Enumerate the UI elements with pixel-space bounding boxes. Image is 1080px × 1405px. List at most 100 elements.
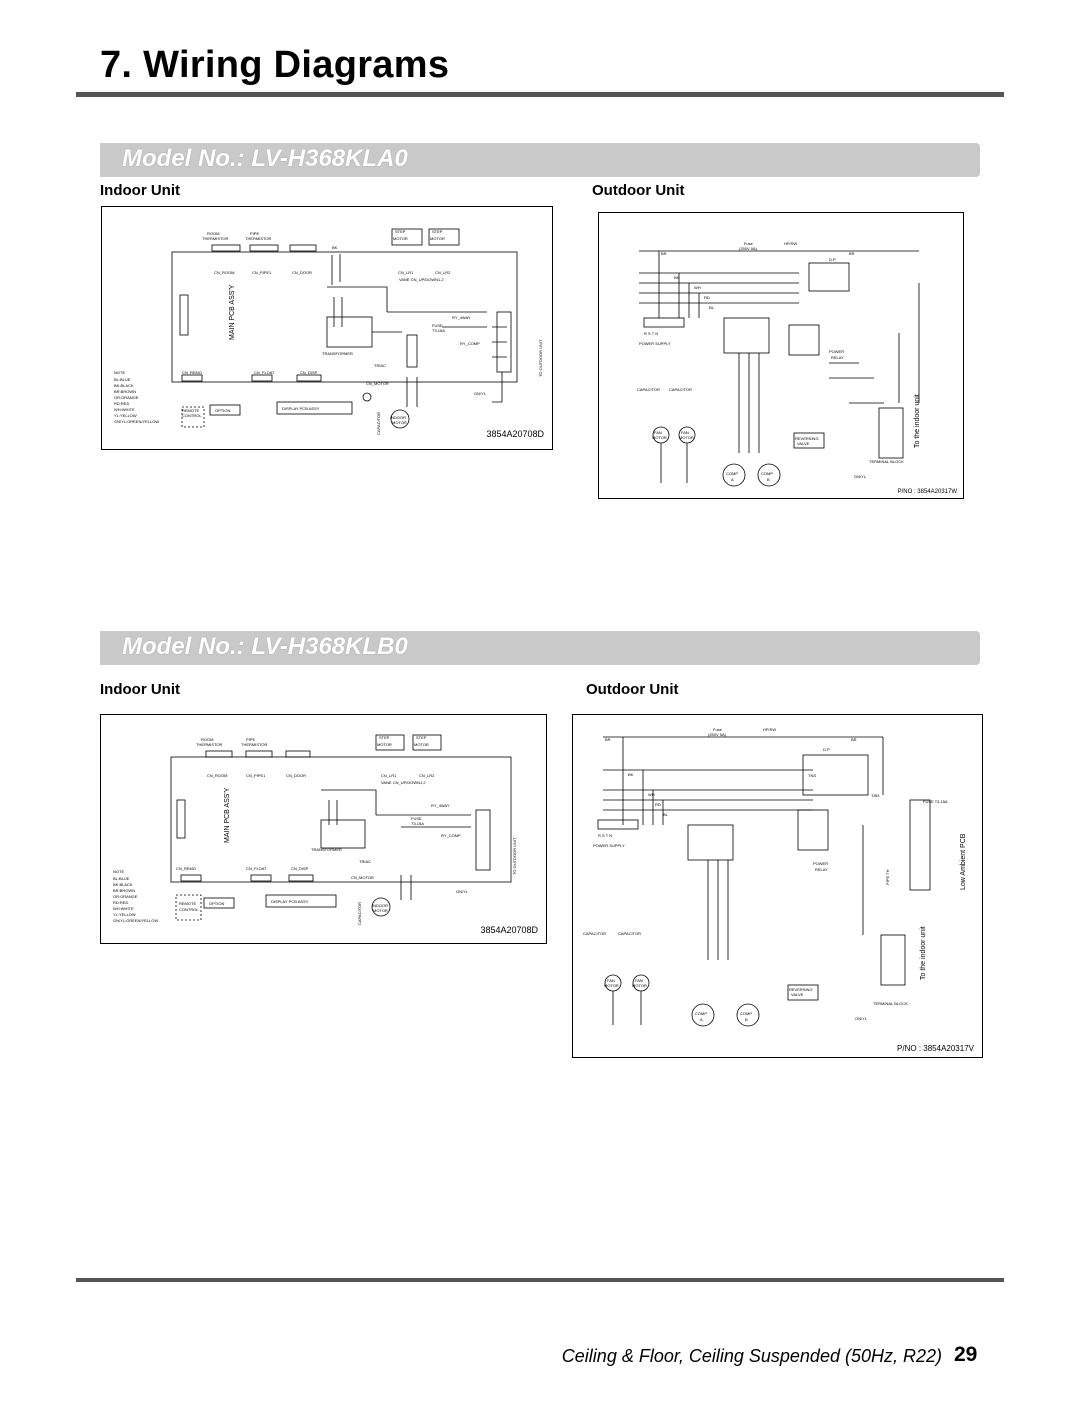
svg-text:RD: RD <box>655 802 661 807</box>
svg-text:FAN: FAN <box>654 430 662 435</box>
svg-text:RELAY: RELAY <box>815 867 828 872</box>
svg-text:FUSE: FUSE <box>411 816 422 821</box>
model-label: Model No.: LV-H368KLA0 <box>122 145 408 172</box>
svg-text:BR:BROWN: BR:BROWN <box>114 389 136 394</box>
svg-text:BL: BL <box>709 305 715 310</box>
model-label: Model No.: LV-H368KLB0 <box>122 633 408 660</box>
svg-text:BK: BK <box>674 275 680 280</box>
svg-text:(250V 5A): (250V 5A) <box>739 246 758 251</box>
svg-text:BR: BR <box>661 251 667 256</box>
svg-text:BR:BROWN: BR:BROWN <box>113 888 135 893</box>
svg-text:COMP: COMP <box>726 471 738 476</box>
indoor-part-number: 3854A20708D <box>486 429 544 439</box>
svg-text:DISPLAY PCB ASSY: DISPLAY PCB ASSY <box>271 899 309 904</box>
svg-text:CN_DOOR: CN_DOOR <box>292 270 312 275</box>
svg-text:FAN: FAN <box>681 430 689 435</box>
footer-divider <box>76 1278 1004 1282</box>
svg-text:THERMISTOR: THERMISTOR <box>241 742 267 747</box>
svg-text:CN_LR1: CN_LR1 <box>398 270 414 275</box>
svg-text:INDOOR: INDOOR <box>372 903 388 908</box>
outdoor-part-number: P/NO : 3854A20317W <box>897 489 957 495</box>
svg-text:R S T N: R S T N <box>598 833 612 838</box>
svg-text:MOTOR: MOTOR <box>604 983 619 988</box>
svg-text:RD: RD <box>704 295 710 300</box>
svg-text:GN/YL:GREEN/YELLOW: GN/YL:GREEN/YELLOW <box>114 419 159 424</box>
svg-text:VALVE: VALVE <box>797 441 810 446</box>
svg-text:GN/YL:GREEN/YELLOW: GN/YL:GREEN/YELLOW <box>113 918 158 923</box>
footer-caption: Ceiling & Floor, Ceiling Suspended (50Hz… <box>561 1346 942 1366</box>
svg-text:MOTOR: MOTOR <box>652 435 667 440</box>
outdoor-part-number: P/NO : 3854A20317V <box>897 1044 974 1053</box>
svg-text:DISPLAY PCB ASSY: DISPLAY PCB ASSY <box>282 406 320 411</box>
svg-text:YL:YELLOW: YL:YELLOW <box>113 912 136 917</box>
svg-text:BL:BLUE: BL:BLUE <box>114 377 131 382</box>
svg-text:ROOM: ROOM <box>207 231 219 236</box>
svg-text:COMP: COMP <box>761 471 773 476</box>
svg-text:CN_LR1: CN_LR1 <box>381 773 397 778</box>
svg-text:YL:YELLOW: YL:YELLOW <box>114 413 137 418</box>
svg-text:A: A <box>731 477 734 482</box>
svg-text:THERMISTOR: THERMISTOR <box>196 742 222 747</box>
svg-text:MOTOR: MOTOR <box>632 983 647 988</box>
svg-text:BK: BK <box>628 772 634 777</box>
svg-text:HP/SW: HP/SW <box>763 727 776 732</box>
svg-text:CAPACITOR: CAPACITOR <box>357 902 362 925</box>
svg-text:TRIAC: TRIAC <box>359 859 371 864</box>
svg-text:GN/YL: GN/YL <box>474 391 487 396</box>
svg-text:WH:WHITE: WH:WHITE <box>113 906 134 911</box>
svg-text:T/B3: T/B3 <box>871 793 880 798</box>
svg-text:CN_LR2: CN_LR2 <box>435 270 451 275</box>
svg-text:CAPACITOR: CAPACITOR <box>669 387 692 392</box>
svg-text:CN_PIPE1: CN_PIPE1 <box>252 270 272 275</box>
indoor-unit-heading: Indoor Unit <box>100 681 180 698</box>
svg-text:NOTE: NOTE <box>113 869 124 874</box>
svg-text:GN/YL: GN/YL <box>456 889 469 894</box>
svg-text:A: A <box>700 1017 703 1022</box>
svg-text:REMOTE: REMOTE <box>182 408 199 413</box>
svg-text:COMP: COMP <box>740 1011 752 1016</box>
svg-text:RY_COMP: RY_COMP <box>441 833 461 838</box>
svg-text:TNS: TNS <box>808 773 816 778</box>
model-heading-2: Model No.: LV-H368KLB0 <box>100 631 980 665</box>
svg-text:T3.15A: T3.15A <box>411 821 424 826</box>
svg-text:TO OUTDOOR UNIT: TO OUTDOOR UNIT <box>512 837 517 875</box>
svg-text:CN_MOTOR: CN_MOTOR <box>351 875 374 880</box>
svg-text:STEP: STEP <box>432 229 443 234</box>
svg-text:OR:ORANGE: OR:ORANGE <box>113 894 138 899</box>
svg-text:PIPE: PIPE <box>250 231 259 236</box>
svg-text:VANE CN_UP/DOWN1,2: VANE CN_UP/DOWN1,2 <box>399 277 444 282</box>
svg-text:PIPE: PIPE <box>246 737 255 742</box>
svg-text:CN_LR2: CN_LR2 <box>419 773 435 778</box>
svg-text:COMP: COMP <box>695 1011 707 1016</box>
outdoor-unit-heading: Outdoor Unit <box>592 182 685 199</box>
svg-text:FUSE: FUSE <box>432 323 443 328</box>
svg-text:CN_ROOM: CN_ROOM <box>214 270 234 275</box>
model-heading-1: Model No.: LV-H368KLA0 <box>100 143 980 177</box>
svg-text:D.P: D.P <box>829 257 836 262</box>
svg-text:TRIAC: TRIAC <box>374 363 386 368</box>
svg-text:CN_REMO: CN_REMO <box>176 866 196 871</box>
indoor-unit-heading: Indoor Unit <box>100 182 180 199</box>
page-title: 7. Wiring Diagrams <box>100 44 450 86</box>
svg-text:(250V 5A): (250V 5A) <box>708 732 727 737</box>
svg-text:CN_MOTOR: CN_MOTOR <box>366 381 389 386</box>
svg-text:STEP: STEP <box>395 229 406 234</box>
svg-text:FAN: FAN <box>607 978 615 983</box>
svg-text:BR: BR <box>851 737 857 742</box>
svg-text:CN_PIPE1: CN_PIPE1 <box>246 773 266 778</box>
svg-text:TO OUTDOOR UNIT: TO OUTDOOR UNIT <box>538 339 543 377</box>
svg-text:MAIN PCB ASS'Y: MAIN PCB ASS'Y <box>224 787 231 843</box>
svg-text:WH: WH <box>648 792 655 797</box>
svg-text:CAPACITOR: CAPACITOR <box>583 931 606 936</box>
svg-text:OPTION: OPTION <box>209 901 224 906</box>
svg-text:MOTOR: MOTOR <box>414 742 429 747</box>
svg-text:CONTROL: CONTROL <box>182 413 202 418</box>
svg-text:WH:WHITE: WH:WHITE <box>114 407 135 412</box>
outdoor-unit-heading: Outdoor Unit <box>586 681 679 698</box>
title-divider <box>76 92 1004 97</box>
svg-text:MOTOR: MOTOR <box>377 742 392 747</box>
svg-text:WH: WH <box>694 285 701 290</box>
